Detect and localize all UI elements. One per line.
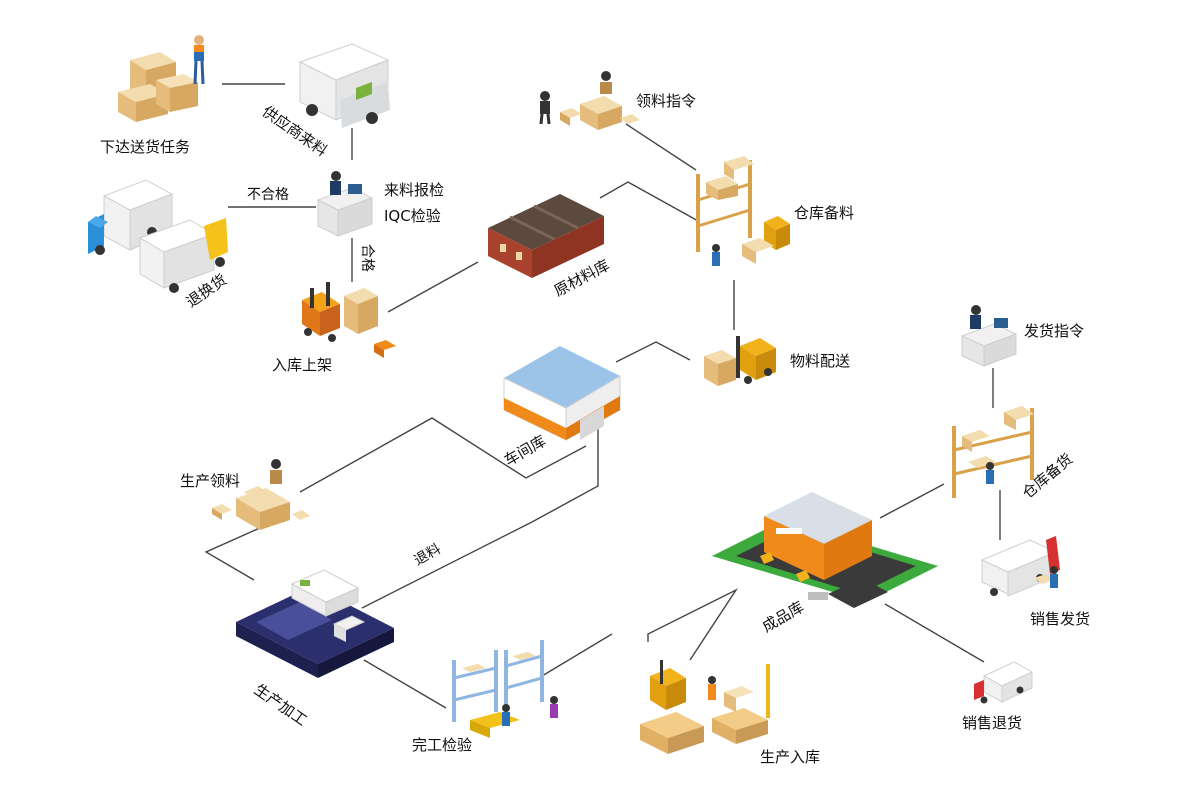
production-picking-icon — [212, 459, 310, 530]
label-sales-return: 销售退货 — [962, 714, 1023, 732]
warehouse-shelf-icon — [696, 156, 790, 266]
edge-picking-production — [204, 526, 263, 581]
finished-goods-warehouse-icon — [712, 492, 938, 608]
production-floor-icon — [236, 569, 394, 678]
edge-inspect-fgwh — [541, 633, 613, 677]
edge-workshop-picking — [299, 417, 587, 493]
label-dispatch-task: 下达送货任务 — [100, 138, 191, 156]
edge-rawwh-prepare — [599, 181, 701, 223]
label-material-delivery: 物料配送 — [790, 352, 851, 370]
picking-order-icon — [539, 71, 640, 130]
edge-fgwh-sales-return — [884, 603, 985, 663]
delivery-forklift-icon — [704, 336, 776, 386]
label-putaway: 入库上架 — [272, 356, 333, 374]
final-inspection-icon — [452, 640, 558, 738]
edge-workshop-production-return — [361, 426, 599, 609]
edge-putaway-rawwh — [387, 261, 479, 313]
raw-material-warehouse-icon — [488, 194, 604, 278]
label-iqc: IQC检验 — [384, 207, 441, 225]
edge-production-inspect — [363, 659, 447, 709]
inspection-desk-icon — [316, 171, 374, 237]
label-sales-shipping: 销售发货 — [1030, 610, 1091, 628]
goods-shelf-icon — [952, 406, 1034, 498]
putaway-forklift-icon — [302, 282, 396, 358]
label-wh-prepare: 仓库备料 — [794, 204, 855, 222]
edge-delivery-workshop — [615, 341, 691, 363]
sales-shipping-truck-icon — [980, 536, 1060, 597]
label-incoming-inspection: 来料报检 — [384, 181, 445, 199]
edge-fgwh-prepare — [879, 483, 945, 519]
boxes-worker-icon — [118, 35, 205, 122]
connectors — [204, 83, 1001, 709]
edge-picking-prepare — [625, 123, 697, 171]
label-unqualified: 不合格 — [247, 187, 289, 203]
label-picking-order: 领料指令 — [636, 92, 697, 110]
supplier-truck-icon — [298, 43, 390, 128]
workshop-warehouse-icon — [503, 346, 621, 441]
edge-fgwh-inbound — [647, 588, 739, 661]
sales-return-truck-icon — [974, 661, 1034, 704]
production-inbound-icon — [640, 660, 770, 754]
return-trucks-icon — [88, 179, 228, 293]
label-production-inbound: 生产入库 — [760, 748, 821, 766]
shipping-order-desk-icon — [960, 305, 1018, 367]
label-qualified: 合格 — [359, 244, 375, 272]
label-final-inspection: 完工检验 — [412, 736, 473, 754]
label-shipping-order: 发货指令 — [1024, 322, 1085, 340]
label-production-picking: 生产领料 — [180, 472, 241, 490]
